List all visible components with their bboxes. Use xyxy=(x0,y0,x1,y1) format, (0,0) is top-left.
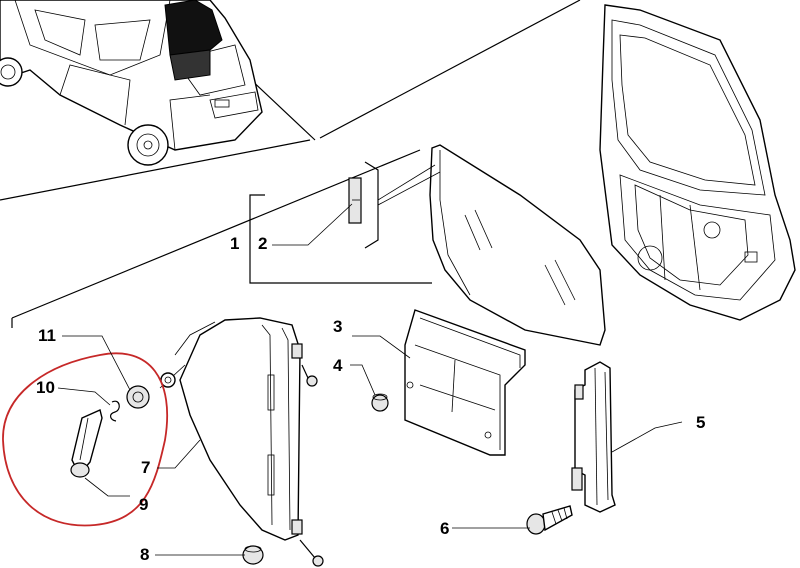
part-9-crank-handle xyxy=(70,409,103,478)
highlight-outline xyxy=(2,352,169,527)
callout-6: 6 xyxy=(440,519,449,538)
callout-3: 3 xyxy=(333,317,342,336)
part-4-grommet xyxy=(371,393,389,412)
leader-lines xyxy=(57,203,683,556)
callout-7: 7 xyxy=(141,458,150,477)
part-2-clip xyxy=(348,161,379,249)
part-3-glass-channel xyxy=(404,309,526,456)
part-8-grommet xyxy=(242,545,264,565)
callout-5: 5 xyxy=(696,413,705,432)
part-11-bushing xyxy=(126,385,150,409)
part-5-guide-rail xyxy=(571,361,616,513)
part-6-screw xyxy=(526,505,573,535)
part-1-window-glass xyxy=(377,144,606,346)
callout-2: 2 xyxy=(258,234,267,253)
callout-8: 8 xyxy=(140,545,149,564)
part-7-window-regulator xyxy=(159,317,324,567)
callout-9: 9 xyxy=(139,495,148,514)
car-illustration xyxy=(0,0,581,201)
part-10-spring-clip xyxy=(110,400,120,422)
callout-11: 11 xyxy=(38,326,56,345)
callout-1: 1 xyxy=(230,234,239,253)
callout-10: 10 xyxy=(36,378,55,397)
door-frame-illustration xyxy=(599,4,796,321)
callout-4: 4 xyxy=(333,356,343,375)
